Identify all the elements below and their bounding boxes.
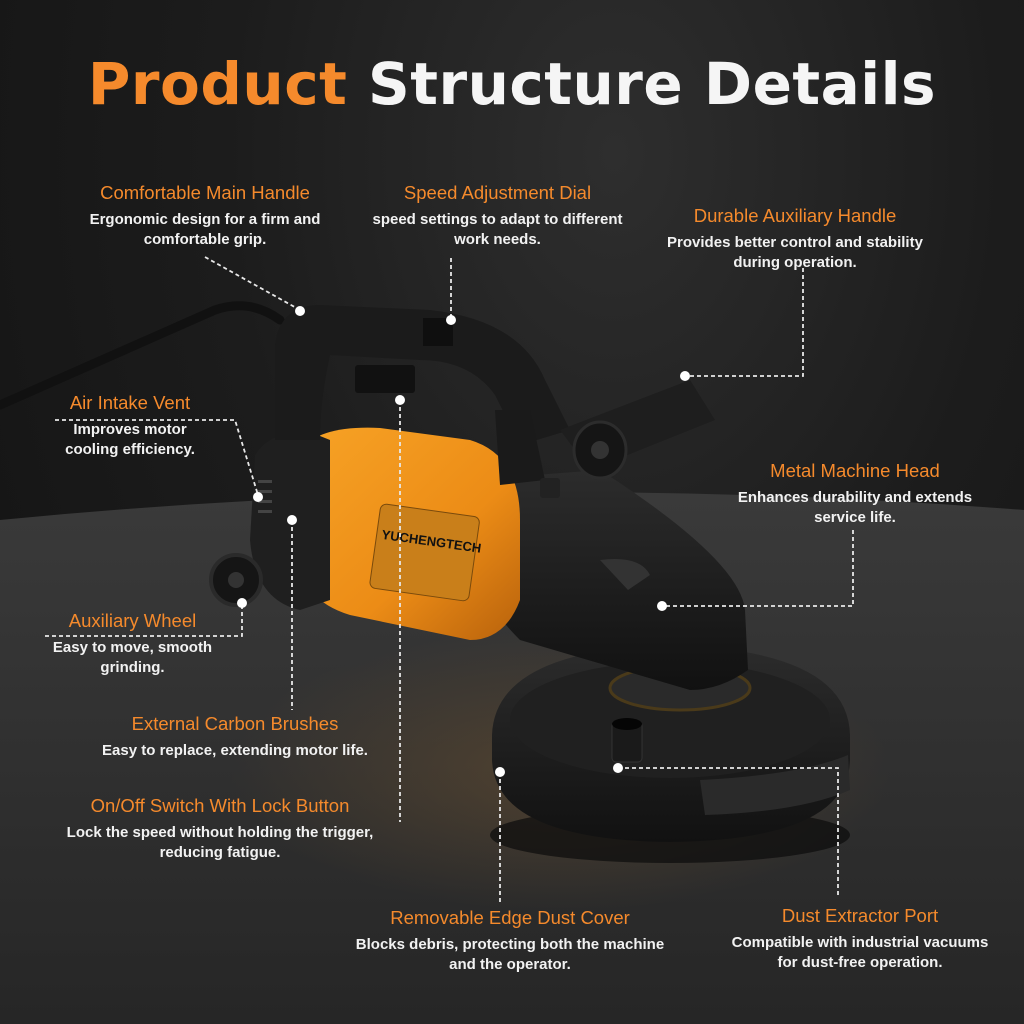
desc-line: Easy to replace, extending motor life. [102,742,368,759]
desc-line: Improves motor [73,421,187,438]
desc-line: comfortable grip. [143,231,267,248]
callout-description: Easy to replace, extending motor life. [70,741,400,761]
callout-description: Lock the speed without holding the trigg… [30,823,410,863]
callout-description: Compatible with industrial vacuums for d… [700,933,1020,973]
desc-line: and the operator. [449,956,571,973]
callout-dust-cover: Removable Edge Dust Cover Blocks debris,… [325,907,695,975]
callout-heading: Dust Extractor Port [781,905,939,926]
callout-heading: Metal Machine Head [770,460,940,481]
callout-heading: Auxiliary Wheel [68,610,197,631]
page-title: Product Structure Details [0,50,1024,118]
callout-switch: On/Off Switch With Lock Button Lock the … [30,795,410,863]
air-vent-slots [258,480,272,513]
callout-aux-handle: Durable Auxiliary Handle Provides better… [630,205,960,273]
title-part-white: Structure Details [368,50,937,118]
edge-cover-segment [700,755,850,815]
desc-line: reducing fatigue. [159,844,281,861]
handle-stem [495,410,545,485]
desc-line: Provides better control and stability [667,234,923,251]
callout-carbon-brushes: External Carbon Brushes Easy to replace,… [70,713,400,761]
callout-dust-port: Dust Extractor Port Compatible with indu… [700,905,1020,973]
head-latch [600,559,650,590]
callout-description: Improves motor cooling efficiency. [40,420,220,460]
callout-aux-wheel: Auxiliary Wheel Easy to move, smooth gri… [30,610,235,678]
desc-line: service life. [814,509,896,526]
callout-description: Easy to move, smooth grinding. [30,638,235,678]
machine-head [470,470,748,690]
callout-description: Blocks debris, protecting both the machi… [325,935,695,975]
dust-port-opening [612,718,642,730]
nameplate [369,503,480,602]
desc-line: speed settings to adapt to different [372,211,623,228]
callout-heading: Air Intake Vent [69,392,191,413]
title-part-orange: Product [87,50,348,118]
callout-main-handle: Comfortable Main Handle Ergonomic design… [40,182,370,250]
callout-description: Ergonomic design for a firm and comforta… [40,210,370,250]
desc-line: work needs. [454,231,541,248]
trigger-switch [355,365,415,393]
desc-line: cooling efficiency. [65,441,195,458]
callout-description: Enhances durability and extends service … [700,488,1010,528]
callout-air-vent: Air Intake Vent Improves motor cooling e… [40,392,220,460]
callout-heading: Speed Adjustment Dial [403,182,592,203]
callout-heading: Removable Edge Dust Cover [390,907,630,928]
desc-line: Enhances durability and extends [737,489,973,506]
leader-lines [45,256,854,905]
callout-heading: On/Off Switch With Lock Button [90,795,350,816]
desc-line: Ergonomic design for a firm and [89,211,321,228]
callout-heading: Durable Auxiliary Handle [693,205,897,226]
callout-heading: External Carbon Brushes [131,713,339,734]
callout-description: speed settings to adapt to different wor… [335,210,660,250]
spindle-lock-knob [540,478,560,498]
desc-line: during operation. [733,254,857,271]
callout-machine-head: Metal Machine Head Enhances durability a… [700,460,1010,528]
aux-handle-cap [591,441,609,459]
desc-line: Lock the speed without holding the trigg… [66,824,374,841]
desc-line: Easy to move, smooth [52,639,213,656]
desc-line: Compatible with industrial vacuums [731,934,989,951]
power-cord [0,301,285,410]
wheel-hub [228,572,244,588]
main-handle [275,305,570,445]
leader-dots [237,306,690,777]
callout-heading: Comfortable Main Handle [100,182,310,203]
desc-line: grinding. [100,659,165,676]
desc-line: Blocks debris, protecting both the machi… [355,936,665,953]
desc-line: for dust-free operation. [777,954,943,971]
callout-speed-dial: Speed Adjustment Dial speed settings to … [335,182,660,250]
callout-description: Provides better control and stability du… [630,233,960,273]
